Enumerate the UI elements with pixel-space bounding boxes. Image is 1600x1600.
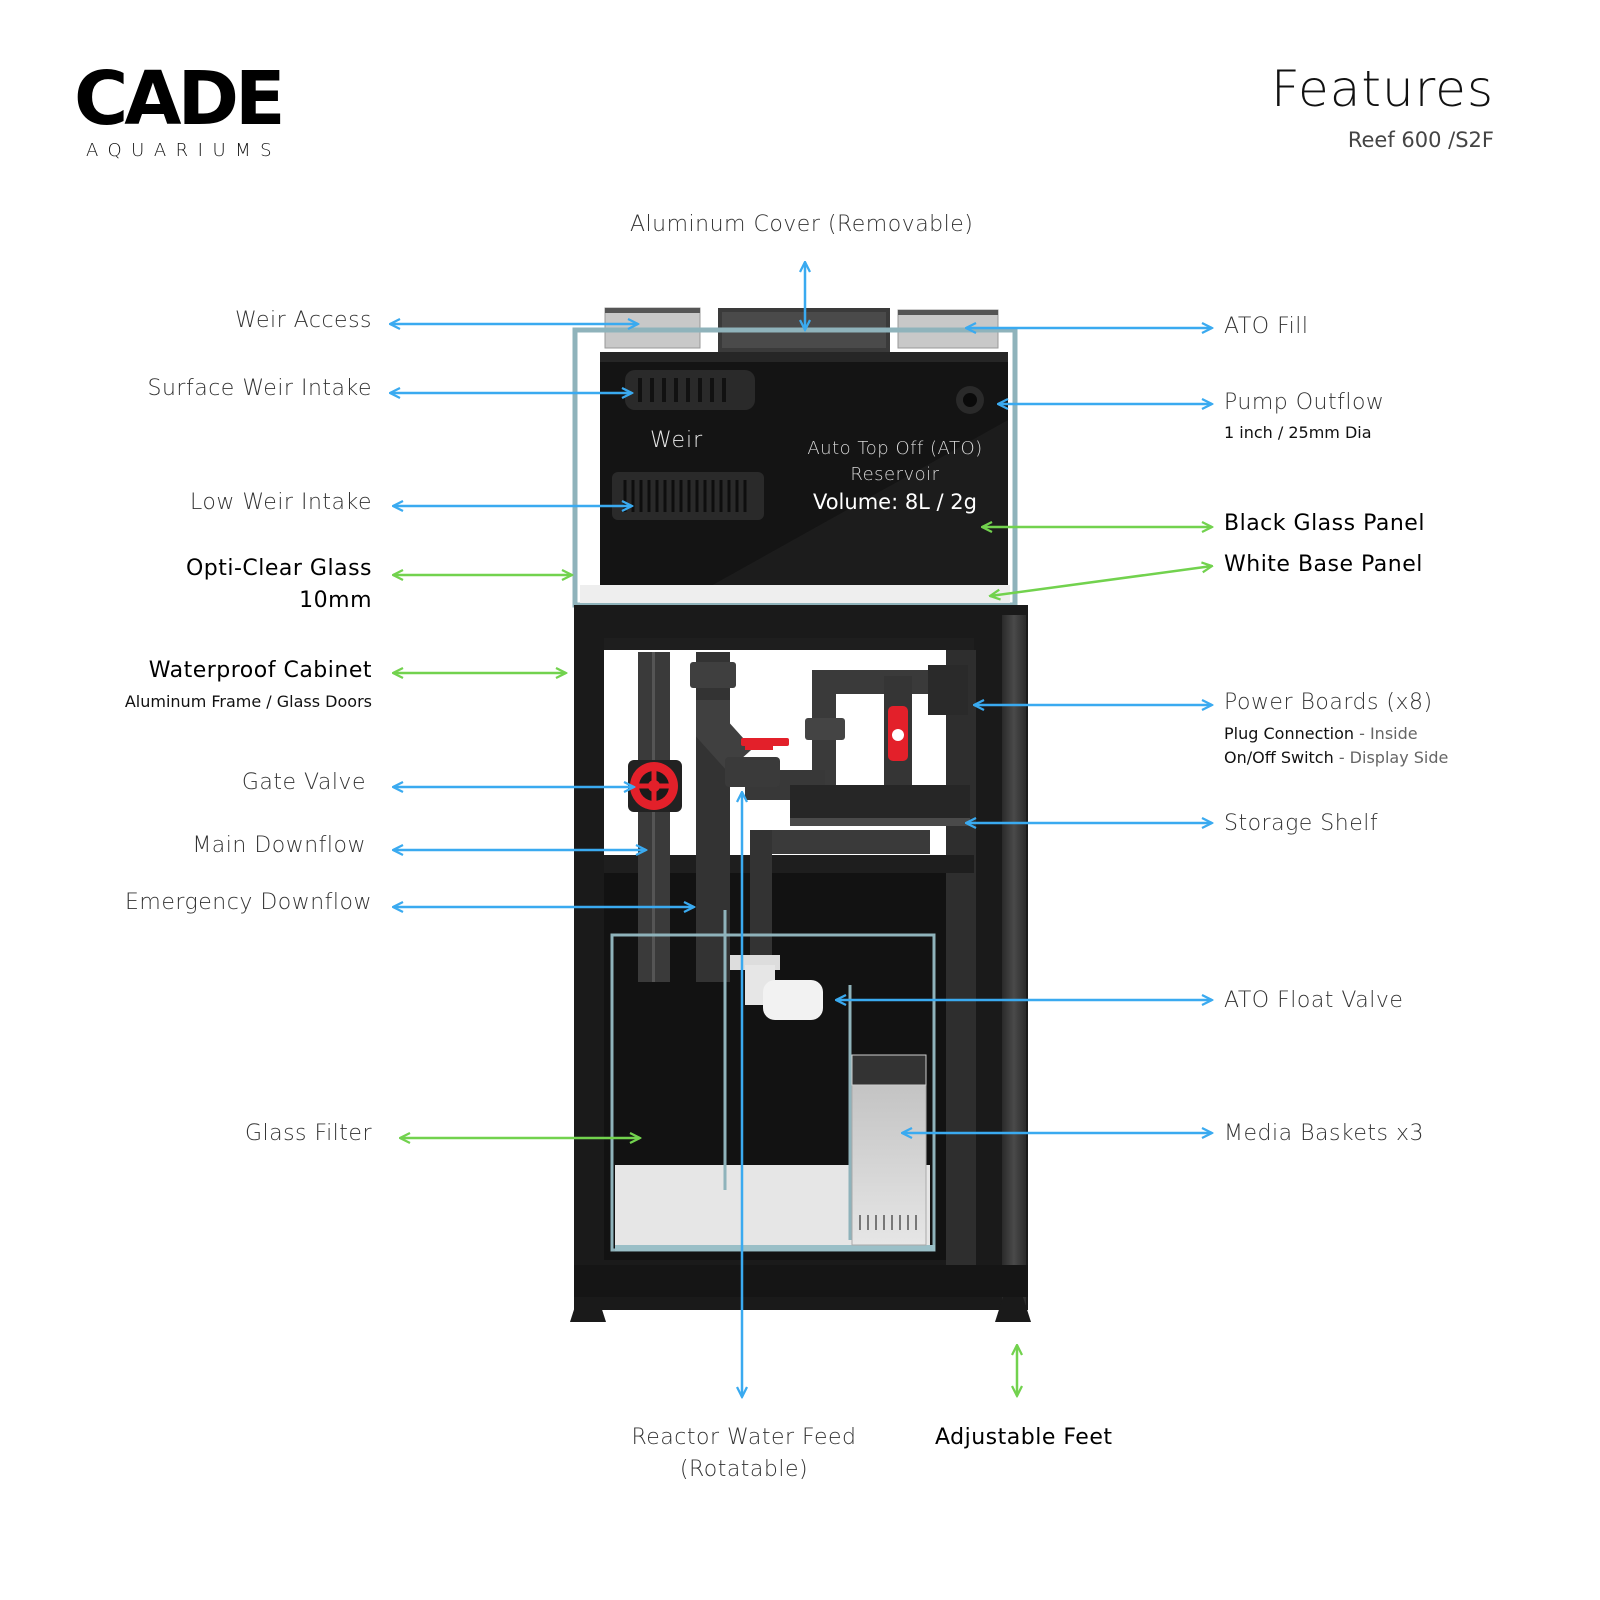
plug-connection-location: - Inside [1354,724,1418,743]
page-title: Features [1271,60,1494,118]
plug-connection-text: Plug Connection [1224,724,1355,743]
label-power-boards: Power Boards (x8) [1224,690,1433,715]
label-reactor-water-feed: Reactor Water Feed [631,1425,857,1450]
surface-weir-intake [625,370,755,410]
label-pump-outflow-size: 1 inch / 25mm Dia [1224,423,1372,442]
label-opti-clear-glass-thickness: 10mm [299,588,372,613]
label-power-boards-plug: Plug Connection - Inside [1224,724,1418,743]
ato-label-line2: Reservoir [850,464,940,485]
label-media-baskets: Media Baskets x3 [1224,1121,1425,1146]
label-main-downflow: Main Downflow [192,833,366,858]
on-off-switch-location: - Display Side [1333,748,1449,767]
label-emergency-downflow: Emergency Downflow [125,890,372,915]
white-base-panel [580,585,1010,603]
label-storage-shelf: Storage Shelf [1224,811,1379,836]
pump-outflow-nozzle [956,386,984,414]
page-subtitle: Reef 600 /S2F [1347,128,1494,152]
ball-valve-right [888,706,908,761]
label-glass-filter: Glass Filter [244,1121,372,1146]
label-pump-outflow: Pump Outflow [1224,390,1385,415]
brand-tagline: AQUARIUMS [86,140,282,161]
on-off-switch-text: On/Off Switch [1224,748,1334,767]
label-surface-weir-intake: Surface Weir Intake [147,376,372,401]
label-black-glass-panel: Black Glass Panel [1224,511,1425,536]
label-gate-valve: Gate Valve [241,770,366,795]
arrow-white-base [990,566,1212,596]
power-board [928,665,968,715]
label-aluminum-cover: Aluminum Cover (Removable) [630,212,974,237]
gate-valve [628,760,682,812]
label-opti-clear-glass: Opti-Clear Glass [185,556,372,581]
brand-logo: CADE [74,56,286,142]
glass-filter-sump [610,910,936,1252]
adjustable-feet [570,1297,1031,1322]
ato-label-line1: Auto Top Off (ATO) [807,438,983,459]
label-power-boards-switch: On/Off Switch - Display Side [1224,748,1448,767]
ato-float-valve [730,955,823,1020]
label-ato-fill: ATO Fill [1224,314,1309,339]
label-white-base-panel: White Base Panel [1224,552,1423,577]
label-waterproof-cabinet: Waterproof Cabinet [148,658,372,683]
ato-volume: Volume: 8L / 2g [812,490,978,514]
low-weir-intake [612,472,764,520]
media-baskets [851,1054,927,1246]
label-adjustable-feet: Adjustable Feet [935,1425,1113,1450]
plumbing [638,652,970,982]
label-weir-access: Weir Access [235,308,372,333]
weir-label: Weir [650,428,704,453]
ball-valve-reactor [725,738,789,787]
storage-shelf [790,785,970,820]
label-reactor-water-feed-sub: (Rotatable) [679,1457,809,1482]
label-waterproof-cabinet-sub: Aluminum Frame / Glass Doors [124,692,372,711]
label-low-weir-intake: Low Weir Intake [190,490,372,515]
label-ato-float-valve: ATO Float Valve [1224,988,1404,1013]
